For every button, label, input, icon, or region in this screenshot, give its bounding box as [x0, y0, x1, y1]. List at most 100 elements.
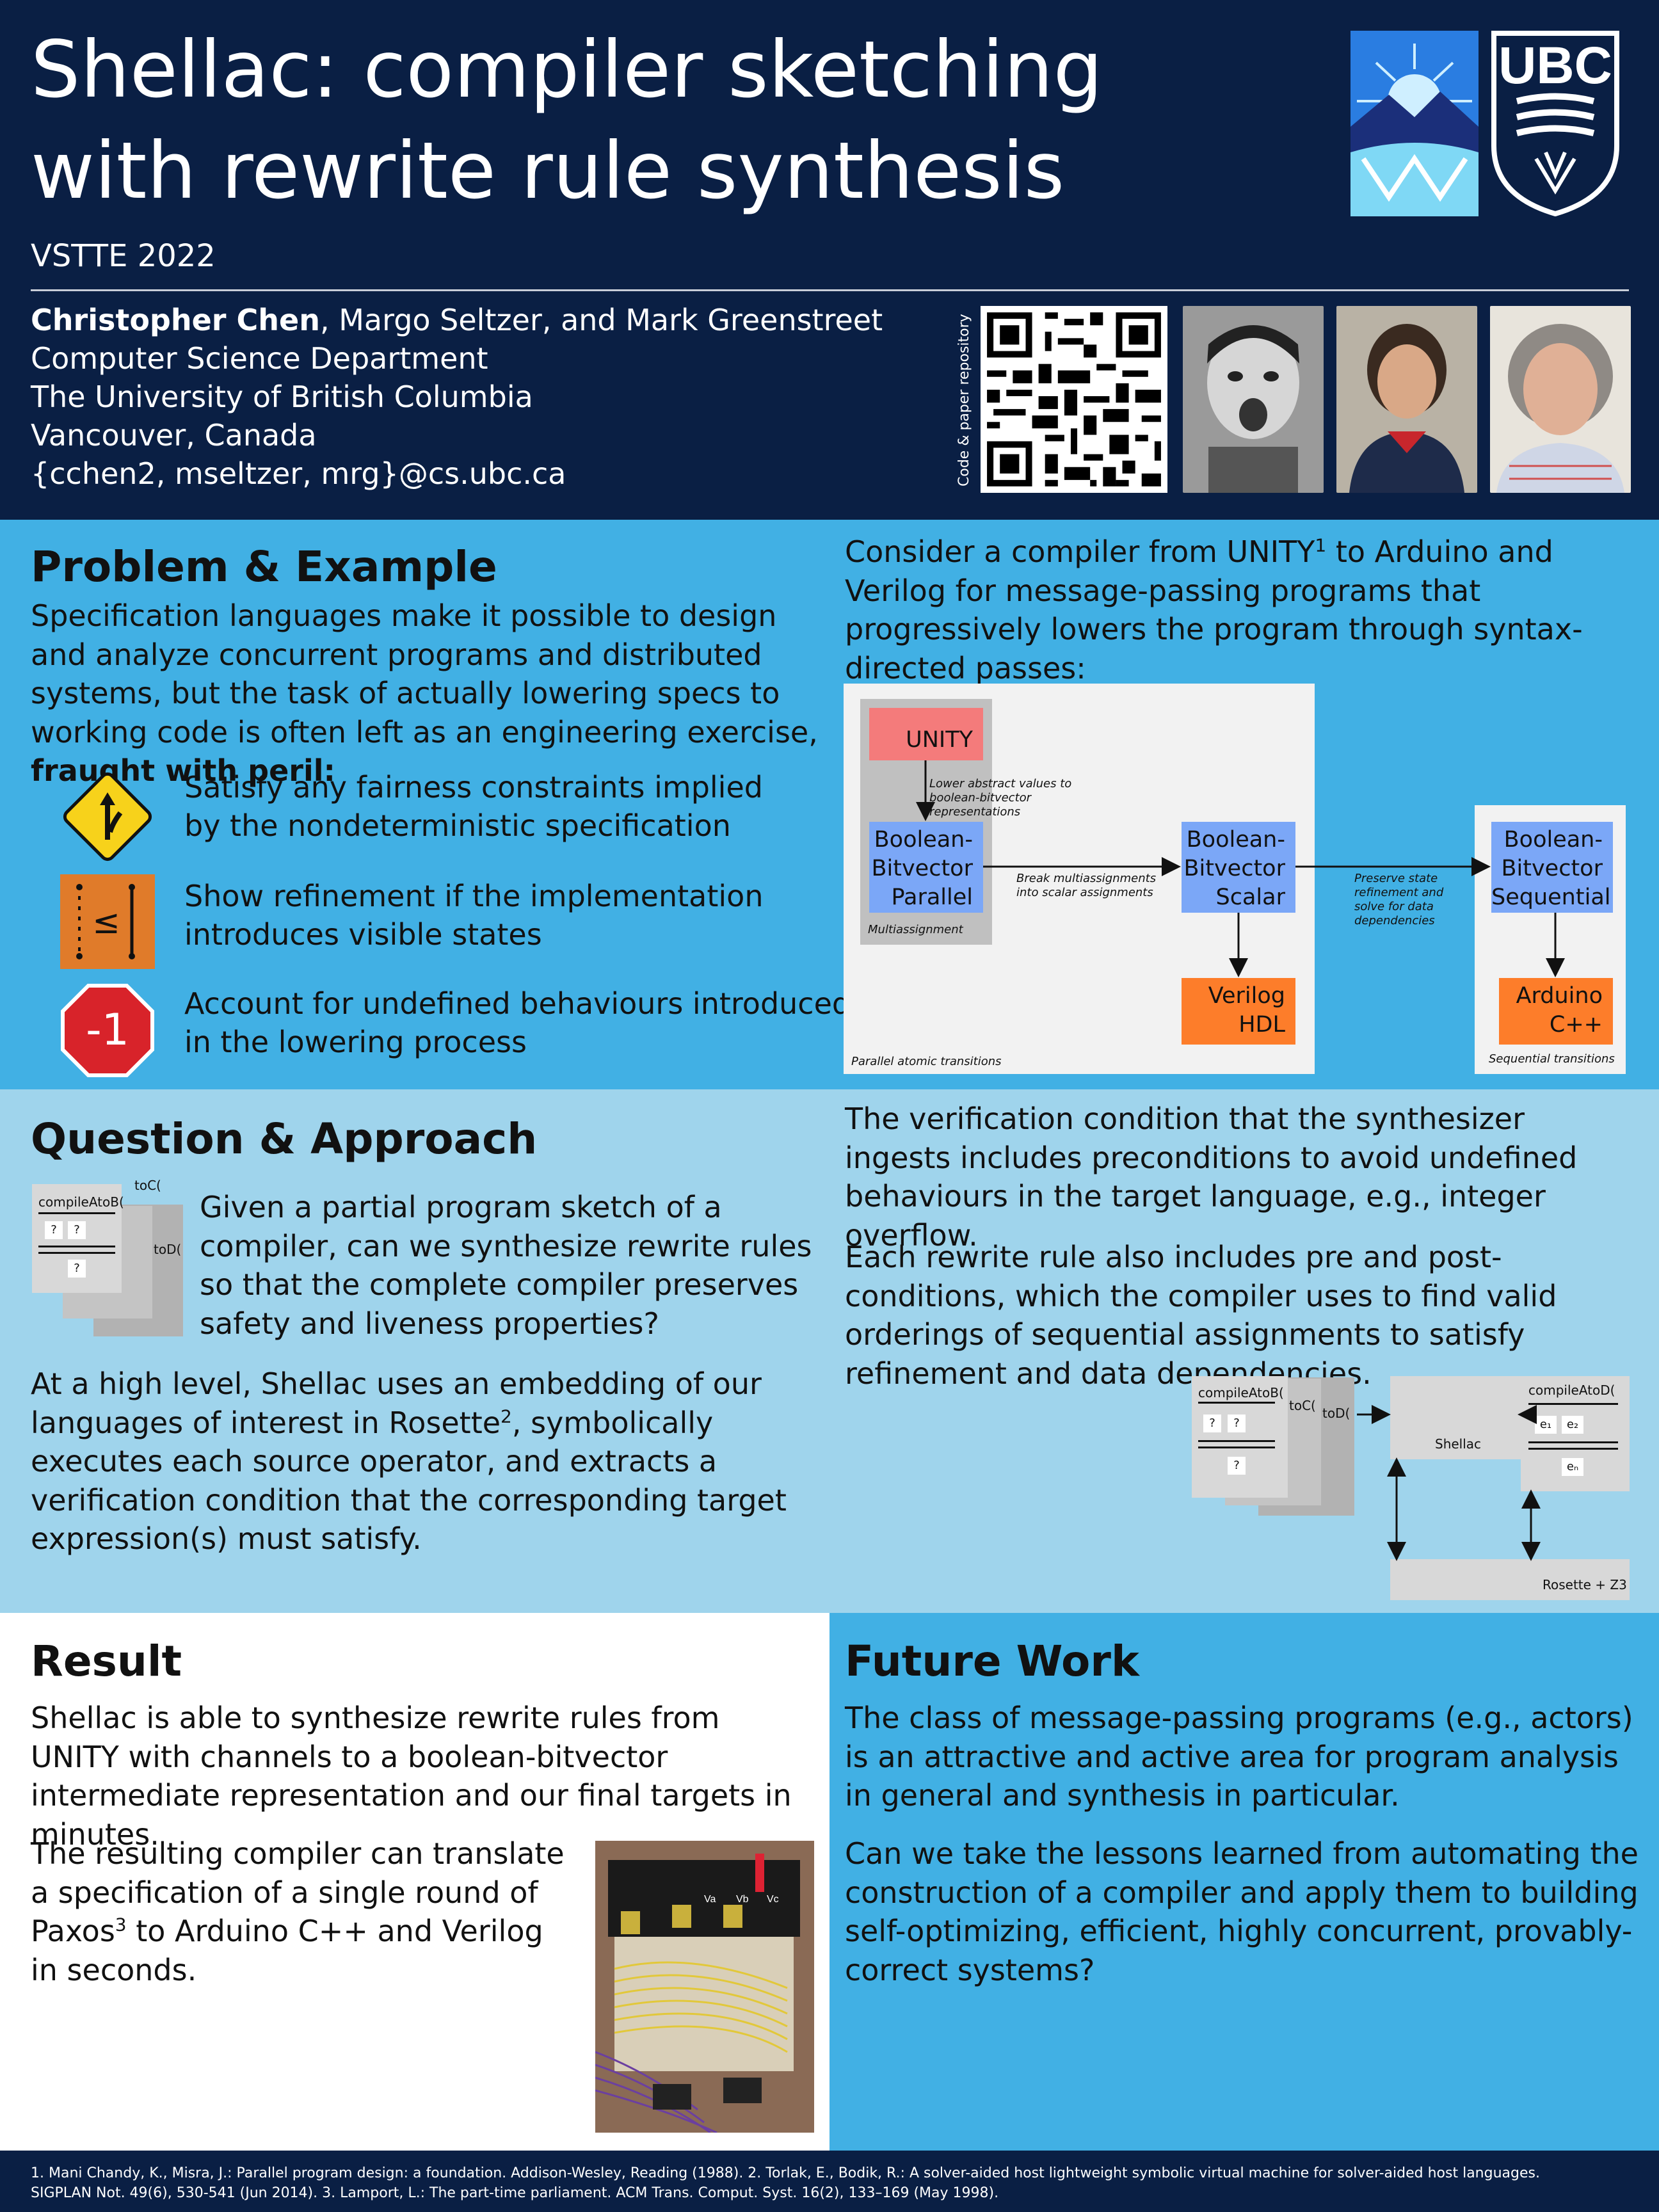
node-line: Bitvector: [1501, 856, 1603, 881]
problem-heading: Problem & Example: [31, 542, 497, 591]
header-divider: [31, 289, 1629, 291]
future-para-1: The class of message-passing programs (e…: [845, 1701, 1633, 1813]
bullet-line: introduces visible states: [184, 917, 542, 952]
input-fn-b: compileAtoB(: [1198, 1385, 1284, 1400]
result-text-end: to Arduino C++ and Verilog in seconds.: [31, 1914, 543, 1987]
stop-sign-glyph: -1: [86, 1005, 129, 1055]
sketch-underline: [38, 1212, 115, 1214]
sketch-fn-c: toC(: [134, 1178, 161, 1193]
refinement-glyph: ≤: [92, 903, 120, 942]
qr-code-icon[interactable]: [981, 306, 1167, 493]
input-rule: [1198, 1447, 1275, 1448]
problem-intro-bold: fraught with peril:: [31, 753, 335, 788]
shellac-box: [1390, 1376, 1527, 1459]
node-line: Boolean-: [1503, 827, 1603, 853]
node-line: HDL: [1238, 1012, 1285, 1038]
reference-line: SIGPLAN Not. 49(6), 530-541 (Jun 2014). …: [31, 2185, 999, 2201]
problem-intro-text: Specification languages make it possible…: [31, 598, 818, 749]
hardware-photo: Va Vb Vc: [595, 1841, 814, 2133]
affiliation-location: Vancouver, Canada: [31, 418, 317, 453]
node-line: Parallel: [891, 885, 973, 910]
affiliation-university: The University of British Columbia: [31, 380, 533, 414]
node-unity: UNITY: [869, 708, 983, 760]
input-underline: [1198, 1402, 1275, 1404]
caption-parallel: Parallel atomic transitions: [851, 1055, 1002, 1068]
affiliation-dept: Computer Science Department: [31, 341, 488, 376]
input-fn-d: toD(: [1322, 1406, 1350, 1421]
output-expr: e₁: [1535, 1416, 1557, 1434]
question-band: [0, 1089, 1659, 1613]
footnote-ref: 3: [115, 1914, 127, 1936]
node-verilog: Verilog HDL: [1182, 978, 1295, 1045]
stop-sign-icon: -1: [61, 984, 154, 1077]
bullet-line: Account for undefined behaviours introdu…: [184, 986, 851, 1021]
merge-sign-icon: [63, 772, 152, 862]
board-label: Va: [704, 1894, 716, 1905]
lead-author: Christopher Chen: [31, 303, 320, 337]
sketch-rule: [38, 1246, 115, 1247]
ubc-flag-logo-icon: [1350, 31, 1479, 216]
author-photo-greenstreet: [1490, 306, 1631, 493]
output-rule: [1528, 1441, 1618, 1443]
refinement-icon: ≤: [60, 874, 155, 969]
shellac-label: Shellac: [1435, 1436, 1482, 1452]
node-parallel: Boolean- Bitvector Parallel: [869, 822, 983, 913]
result-para-2: The resulting compiler can translate a s…: [31, 1834, 568, 1989]
output-underline: [1528, 1403, 1618, 1405]
bullet-line: by the nondeterministic specification: [184, 808, 731, 843]
bullet-line: Show refinement if the implementation: [184, 879, 764, 913]
bullet-line: in the lowering process: [184, 1025, 527, 1059]
input-rule: [1198, 1440, 1275, 1442]
result-text: The resulting compiler can translate a s…: [31, 1836, 565, 1948]
poster-title: Shellac: compiler sketching with rewrite…: [31, 19, 1247, 221]
board-label: Vb: [736, 1894, 749, 1905]
node-line: Boolean-: [874, 827, 973, 853]
author-photo-seltzer: [1336, 306, 1477, 493]
qr-label: Code & paper repository: [956, 314, 972, 486]
node-arduino: Arduino C++: [1499, 978, 1613, 1045]
shellac-input-front: [1192, 1376, 1288, 1498]
bullet-undefined-behaviour: Account for undefined behaviours introdu…: [184, 984, 851, 1061]
example-intro-text: Consider a compiler from UNITY: [845, 534, 1315, 569]
label-multiassignment: Multiassignment: [868, 923, 963, 936]
approach-text-end: , symbolically executes each source oper…: [31, 1405, 787, 1557]
approach-text: At a high level, Shellac uses an embeddi…: [31, 1366, 762, 1440]
note-preserve: Preserve state refinement and solve for …: [1354, 872, 1444, 927]
node-line: C++: [1549, 1012, 1603, 1038]
input-hole: ?: [1203, 1415, 1221, 1432]
solver-box: [1390, 1559, 1630, 1600]
node-line: Sequential: [1491, 885, 1611, 910]
author-emails[interactable]: {cchen2, mseltzer, mrg}@cs.ubc.ca: [31, 456, 566, 491]
venue-label: VSTTE 2022: [31, 238, 216, 274]
solver-label: Rosette + Z3: [1543, 1577, 1627, 1592]
question-heading: Question & Approach: [31, 1114, 538, 1164]
author-line: Christopher Chen, Margo Seltzer, and Mar…: [31, 301, 883, 339]
node-line: Boolean-: [1186, 827, 1285, 853]
references-footer: 1. Mani Chandy, K., Misra, J.: Parallel …: [0, 2151, 1659, 2212]
author-block: Christopher Chen, Margo Seltzer, and Mar…: [31, 301, 883, 493]
ubc-logo-text: UBC: [1498, 36, 1612, 95]
footnote-ref: 1: [1315, 534, 1327, 556]
bullet-refinement: Show refinement if the implementation in…: [184, 877, 763, 954]
bullet-line: Satisfy any fairness constraints implied: [184, 770, 763, 805]
node-line: Verilog: [1208, 983, 1285, 1009]
output-fn: compileAtoD(: [1528, 1382, 1615, 1398]
author-photo-chen: [1183, 306, 1324, 493]
coauthors: , Margo Seltzer, and Mark Greenstreet: [319, 303, 883, 337]
approach-para: At a high level, Shellac uses an embeddi…: [31, 1365, 824, 1559]
bullet-fairness: Satisfy any fairness constraints implied…: [184, 768, 763, 845]
problem-intro: Specification languages make it possible…: [31, 597, 824, 790]
sketch-hole: ?: [45, 1221, 63, 1239]
input-fn-c: toC(: [1289, 1398, 1316, 1413]
node-line: Bitvector: [871, 856, 973, 881]
future-panel: [830, 1613, 1659, 2151]
sketch-hole: ?: [68, 1260, 86, 1278]
sketch-rule: [38, 1252, 115, 1254]
input-hole: ?: [1228, 1415, 1246, 1432]
output-expr: e₂: [1562, 1416, 1583, 1434]
node-sequential: Boolean- Bitvector Sequential: [1491, 822, 1613, 913]
future-para-2: Can we take the lessons learned from aut…: [845, 1836, 1639, 1987]
verification-para-1: The verification condition that the synt…: [845, 1102, 1578, 1253]
question-para: Given a partial program sketch of a comp…: [200, 1190, 812, 1341]
board-label: Vc: [767, 1894, 779, 1905]
